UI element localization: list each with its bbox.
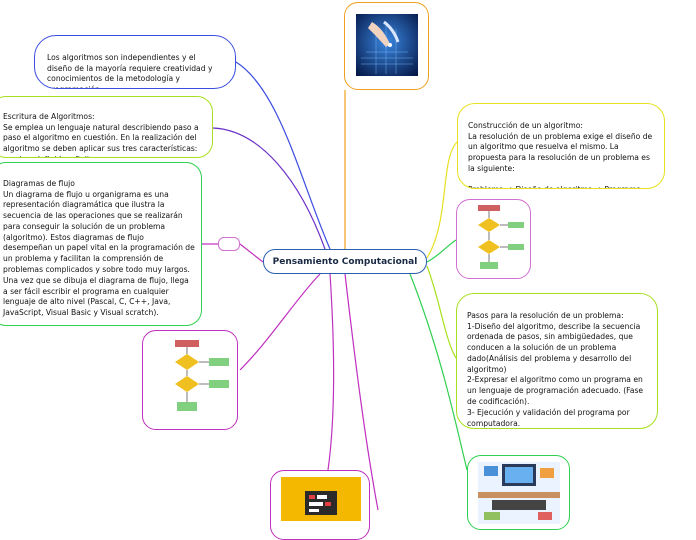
connector-left-flowchart [239, 273, 321, 371]
connector-pasos [426, 265, 457, 359]
connector-bottom-right [409, 273, 468, 471]
connector-lines [202, 61, 468, 511]
flowchart-diagram-image [175, 340, 229, 411]
node-diagramas-flujo[interactable]: Diagramas de flujo Un diagrama de flujo … [0, 162, 202, 326]
top-image-node[interactable] [344, 2, 429, 90]
connector-bottom-center [327, 273, 335, 471]
node-construccion-algoritmo[interactable]: Construcción de un algoritmo: La resoluc… [457, 103, 665, 189]
node-diagramas-text: Diagramas de flujo Un diagrama de flujo … [3, 178, 195, 318]
hand-touching-tech-image [356, 14, 418, 76]
central-topic-label: Pensamiento Computacional [272, 256, 418, 267]
node-pasos-text: Pasos para la resolución de un problema:… [467, 310, 644, 428]
left-flowchart-node[interactable] [142, 330, 238, 430]
connector-construccion [426, 141, 458, 259]
central-topic[interactable]: Pensamiento Computacional [263, 249, 427, 274]
bottom-right-image-node[interactable] [467, 455, 570, 530]
node-escritura-algoritmos[interactable]: Escritura de Algoritmos: Se emplea un le… [0, 96, 213, 158]
connector-algoritmos [235, 61, 331, 250]
right-flowchart-node[interactable] [456, 199, 531, 279]
programmer-desk-image [478, 462, 560, 524]
bottom-center-image-node[interactable] [270, 470, 370, 540]
connector-diagramas [239, 243, 264, 263]
laptop-code-image [281, 477, 361, 521]
connector-bottom-center-2 [344, 273, 379, 511]
collapse-bubble[interactable] [218, 237, 240, 251]
connector-escritura [212, 127, 326, 250]
connector-right-flowchart [426, 239, 457, 263]
node-escritura-text: Escritura de Algoritmos: Se emplea un le… [3, 111, 199, 157]
node-algoritmos-text: Los algoritmos son independientes y el d… [47, 52, 213, 88]
node-algoritmos-independientes[interactable]: Los algoritmos son independientes y el d… [34, 35, 236, 89]
flowchart-diagram-image [478, 205, 524, 269]
node-pasos-resolucion[interactable]: Pasos para la resolución de un problema:… [456, 293, 658, 429]
node-construccion-text: Construcción de un algoritmo: La resoluc… [468, 120, 653, 188]
